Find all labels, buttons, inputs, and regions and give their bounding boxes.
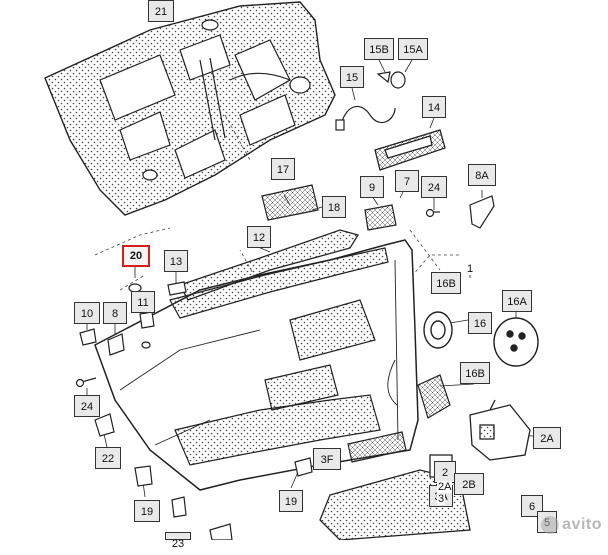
callout-c16: 16 — [468, 312, 492, 334]
speaker-grille — [417, 374, 451, 419]
callout-c7: 7 — [395, 170, 419, 192]
watermark-logo-icon — [541, 515, 560, 534]
bottom-left-piece — [209, 523, 233, 541]
door-inner-cutouts — [99, 19, 311, 181]
watermark-text: avito — [562, 516, 602, 533]
watermark: avito — [541, 515, 602, 534]
window-regulator — [199, 57, 291, 141]
callout-c15a: 15A — [398, 38, 428, 60]
clip-parts — [376, 71, 406, 89]
wiring-harness — [335, 105, 396, 131]
mounting-bracket — [469, 195, 495, 229]
fastener-group-left — [79, 281, 187, 356]
screw-upper — [425, 208, 440, 218]
callout-c16b1: 16B — [431, 272, 461, 294]
callout-c18: 18 — [322, 196, 346, 218]
bracket-group-bottom — [94, 413, 313, 518]
callout-c21: 21 — [148, 0, 174, 22]
callout-c23: 23 — [165, 532, 191, 550]
trim-armrest — [264, 299, 376, 411]
label-two-a-small: 2A — [437, 481, 453, 493]
callout-c2: 2 — [434, 461, 456, 483]
callout-c2b: 2B — [454, 473, 484, 495]
callout-c16b2: 16B — [460, 362, 490, 384]
label-three: 3 — [437, 493, 446, 505]
callout-c13: 13 — [164, 250, 188, 272]
lock-mechanism — [469, 399, 531, 461]
label-one: 1 — [466, 263, 475, 275]
callout-c15: 15 — [340, 66, 364, 88]
callout-c2a: 2A — [533, 427, 561, 449]
callout-c14: 14 — [422, 96, 446, 118]
callout-c11: 11 — [131, 291, 155, 313]
callout-c10: 10 — [74, 302, 100, 324]
door-panel-exploded-view — [44, 1, 539, 541]
pull-handle — [364, 204, 397, 231]
callout-c24a: 24 — [421, 176, 447, 198]
callout-c9: 9 — [360, 176, 384, 198]
callout-c3f: 3F — [313, 448, 341, 470]
inner-handle-module — [347, 431, 407, 463]
callout-c8: 8 — [103, 302, 127, 324]
armrest-strip — [179, 229, 360, 301]
callout-c24b: 24 — [74, 395, 100, 417]
tweeter — [493, 317, 539, 367]
callout-c16a: 16A — [502, 290, 532, 312]
speaker — [423, 311, 453, 349]
trim-inner-lines — [119, 259, 399, 446]
screw-lower — [75, 377, 97, 388]
callout-c19a: 19 — [279, 490, 303, 512]
callout-c19b: 19 — [134, 500, 160, 522]
grab-handle-trim — [374, 129, 446, 171]
callout-c22: 22 — [95, 447, 121, 469]
window-switch-unit — [261, 184, 319, 221]
door-inner-shell — [44, 1, 336, 216]
callout-c20: 20 — [122, 245, 150, 267]
callout-c12: 12 — [247, 226, 271, 248]
callout-c8a: 8A — [468, 164, 496, 186]
callout-c17: 17 — [271, 158, 295, 180]
trim-upper-band — [169, 247, 389, 319]
callout-c15b: 15B — [364, 38, 394, 60]
